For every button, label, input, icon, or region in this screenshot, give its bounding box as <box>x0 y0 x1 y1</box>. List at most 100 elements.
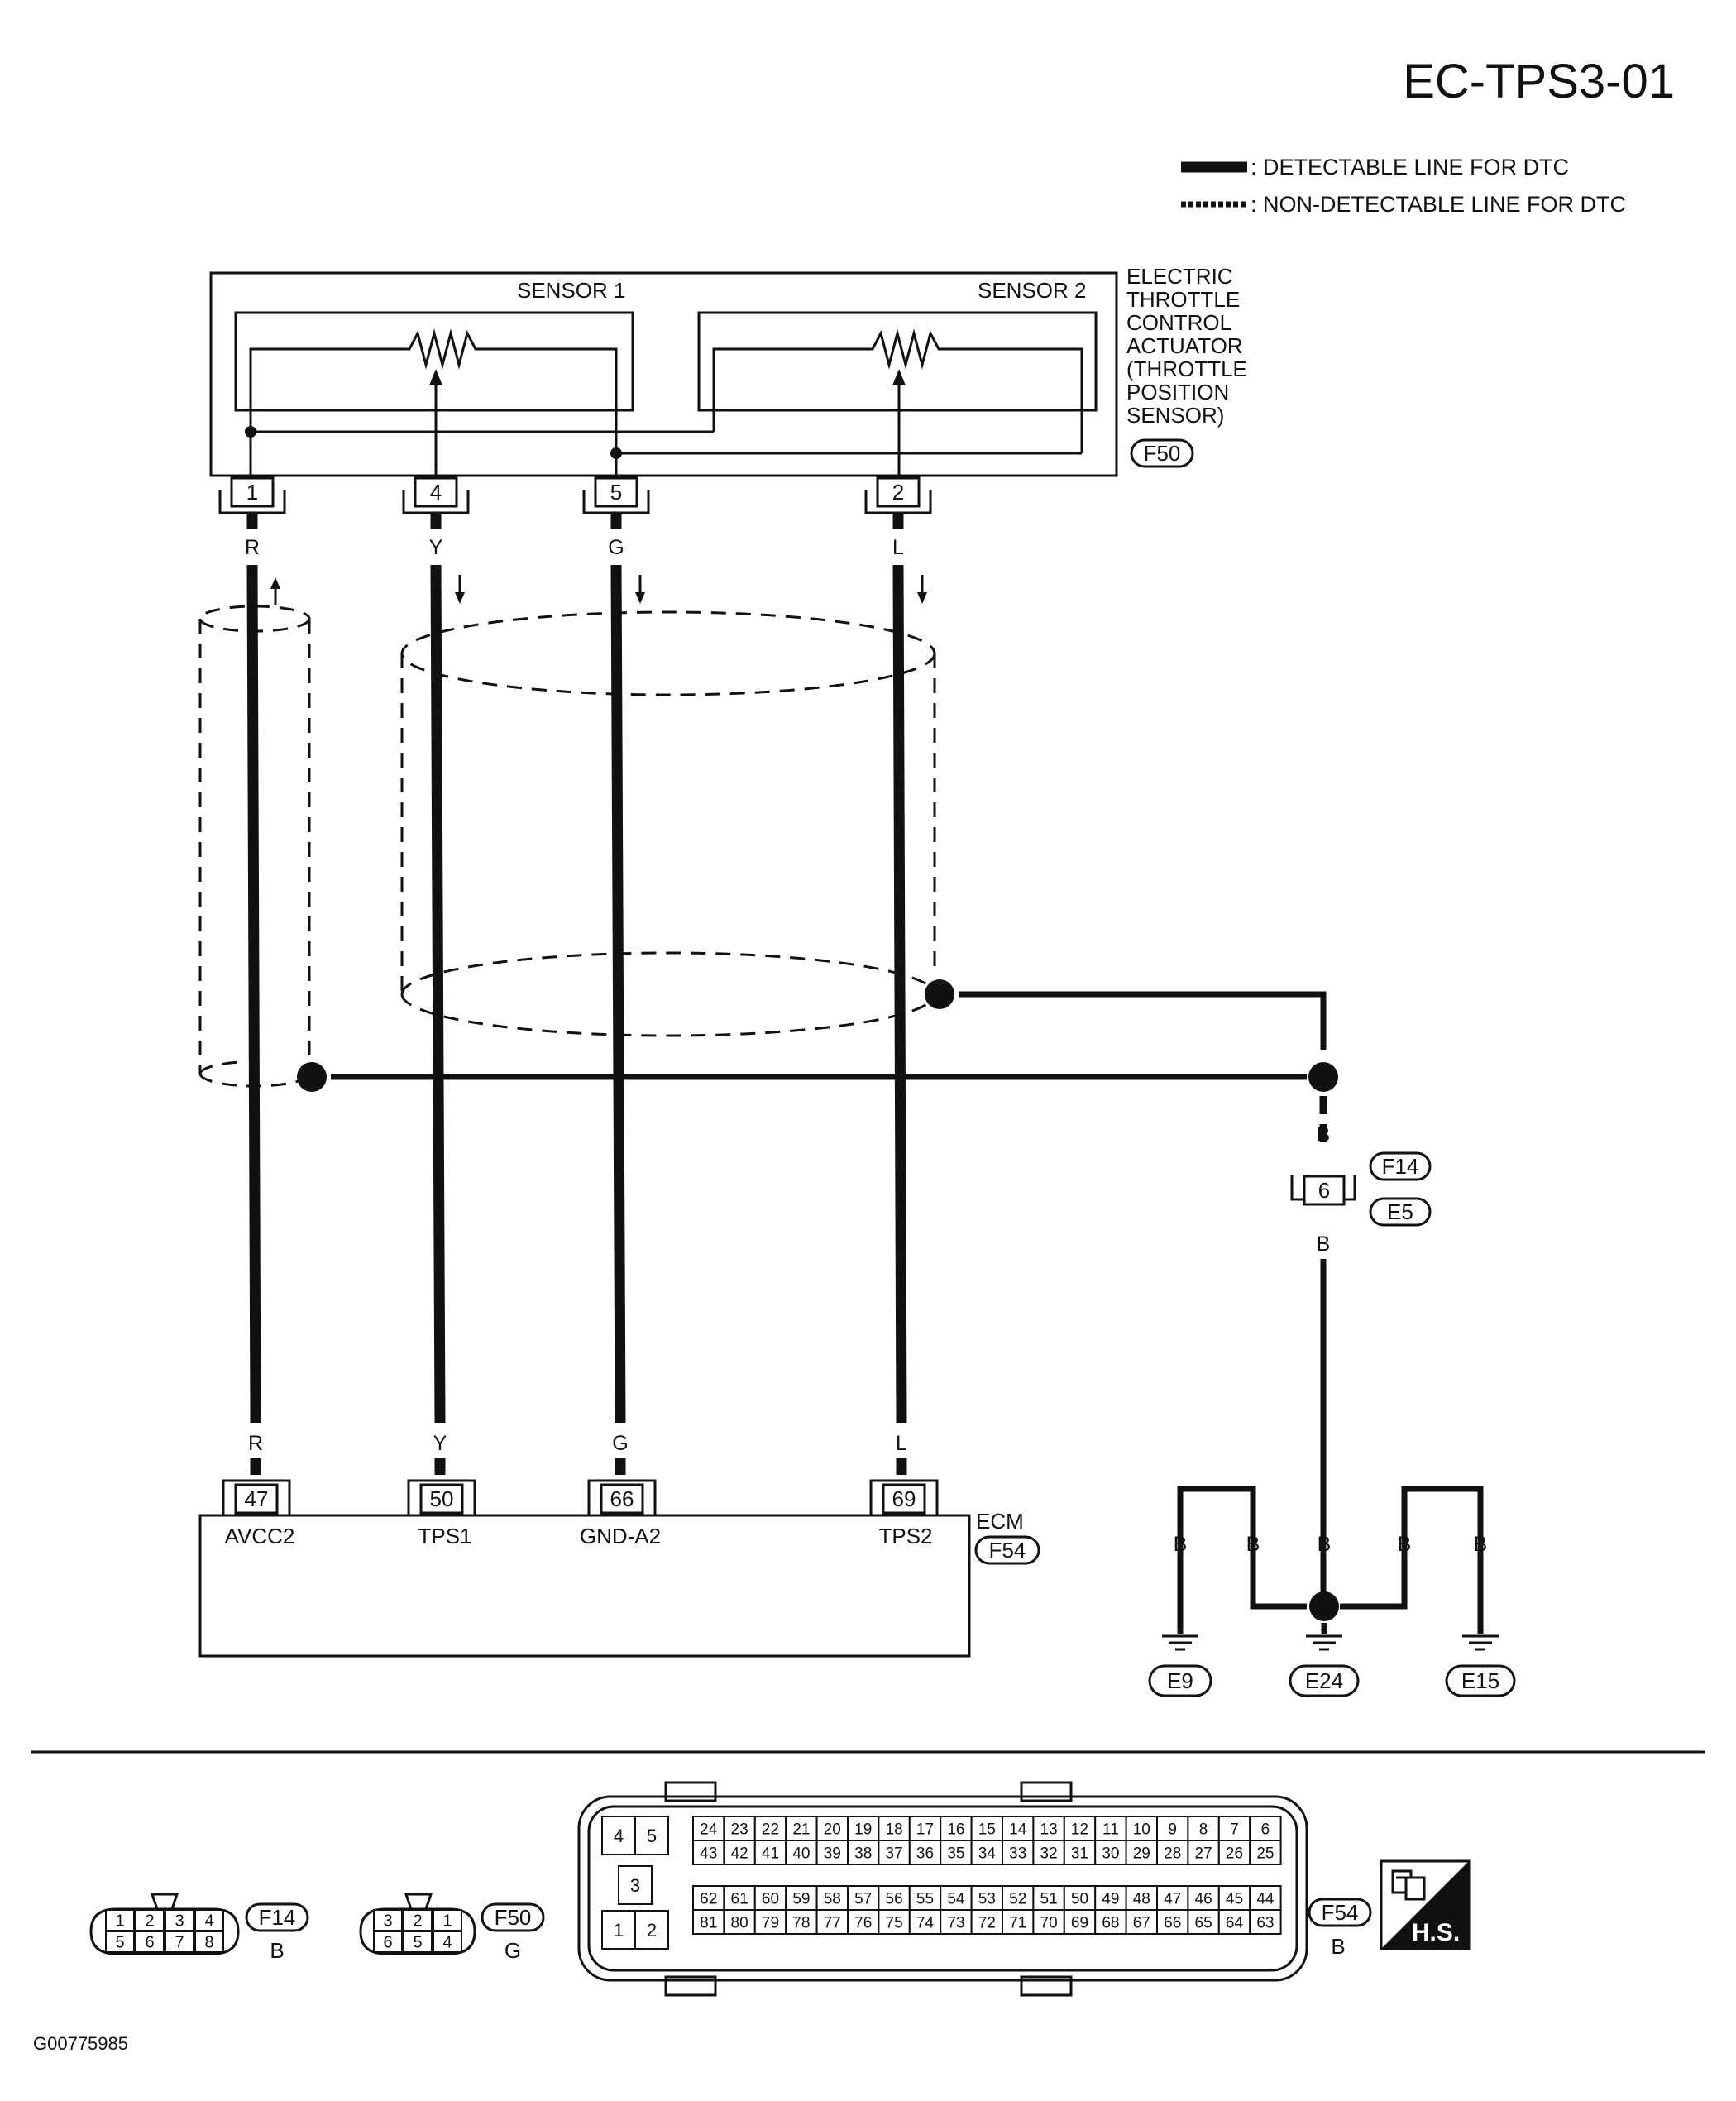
connector-pin: 65 <box>1187 1909 1220 1935</box>
ecm-connector-code: F54 <box>989 1538 1026 1563</box>
ecm-signal-tps2: TPS2 <box>878 1524 932 1548</box>
connector-pin: 7 <box>165 1931 194 1953</box>
connector-pin: 51 <box>1032 1885 1065 1911</box>
legend: : DETECTABLE LINE FOR DTC : NON-DETECTAB… <box>1181 155 1626 217</box>
wire-color-g-top: G <box>608 536 624 559</box>
svg-text:20: 20 <box>824 1821 841 1838</box>
actuator-pin-4: 4 <box>402 476 470 514</box>
connector-pin: 18 <box>878 1816 911 1841</box>
page-title: EC-TPS3-01 <box>1403 55 1675 108</box>
svg-text:1: 1 <box>614 1920 624 1941</box>
actuator-pin-1: 1 <box>218 476 286 514</box>
svg-text:2: 2 <box>892 480 904 505</box>
svg-text:14: 14 <box>1009 1821 1027 1838</box>
svg-text:13: 13 <box>1040 1821 1058 1838</box>
svg-text:35: 35 <box>947 1845 964 1862</box>
connector-pin: 19 <box>847 1816 880 1841</box>
svg-text:8: 8 <box>1199 1821 1208 1838</box>
connector-pin: 4 <box>194 1909 224 1931</box>
svg-text:58: 58 <box>824 1890 841 1907</box>
ecm-pin-47: 47 <box>222 1479 291 1515</box>
connector-pin: 13 <box>1032 1816 1065 1841</box>
ground-wire-color-bottom: B <box>1317 1232 1331 1256</box>
connector-pin: 5 <box>403 1931 433 1953</box>
ground-joint-e24 <box>1309 1591 1339 1621</box>
svg-text:79: 79 <box>762 1914 779 1931</box>
wire-y <box>430 564 446 1424</box>
connector-pin: 12 <box>1063 1816 1097 1841</box>
connector-pin: 3 <box>165 1909 194 1931</box>
svg-text:3: 3 <box>630 1875 640 1896</box>
svg-text:32: 32 <box>1040 1845 1058 1862</box>
ground-junction <box>610 447 622 459</box>
connector-pin: 74 <box>908 1909 942 1935</box>
ground-badge-e9 <box>1148 1664 1212 1697</box>
connector-pin: 55 <box>908 1885 942 1911</box>
svg-text:12: 12 <box>1071 1821 1088 1838</box>
wire-color-l-bottom: L <box>896 1432 907 1455</box>
sensor2-outline <box>697 311 1098 412</box>
svg-text:75: 75 <box>886 1914 903 1931</box>
svg-text:8: 8 <box>204 1934 213 1952</box>
svg-text:15: 15 <box>978 1821 996 1838</box>
connector-pin: 1 <box>105 1909 135 1931</box>
svg-text:59: 59 <box>792 1890 810 1907</box>
ground-branches: B B B B B E9 E24 E15 <box>1148 1486 1516 1697</box>
signal-wires: 1 4 5 2 R Y G L <box>218 476 932 1475</box>
wire-color-r-bottom: R <box>248 1432 263 1455</box>
actuator-pin-5: 5 <box>582 476 650 514</box>
ground-branch-color: B <box>1246 1533 1260 1556</box>
svg-text:26: 26 <box>1226 1845 1243 1862</box>
svg-text:76: 76 <box>854 1914 872 1931</box>
signal-arrow-down <box>455 575 465 604</box>
connector-pin: 52 <box>1002 1885 1035 1911</box>
svg-text:65: 65 <box>1195 1914 1212 1931</box>
connector-pin: 24 <box>692 1816 725 1841</box>
svg-text:48: 48 <box>1133 1890 1150 1907</box>
connector-pin: 66 <box>1156 1909 1189 1935</box>
connector-pin: 40 <box>785 1840 818 1865</box>
svg-text:10: 10 <box>1133 1821 1150 1838</box>
connector-pin: 42 <box>723 1840 756 1865</box>
wire-color-y-bottom: Y <box>433 1432 447 1455</box>
svg-text:43: 43 <box>700 1845 717 1862</box>
connector-pin: 76 <box>847 1909 880 1935</box>
ground-wire-color-top: B <box>1317 1123 1331 1146</box>
joint-connector-badge-f14 <box>1369 1151 1432 1181</box>
svg-text:40: 40 <box>792 1845 810 1862</box>
wire-r <box>246 564 261 1424</box>
ground-symbol-e9 <box>1162 1634 1198 1651</box>
svg-text:74: 74 <box>916 1914 935 1931</box>
connector-pin: 81 <box>692 1909 725 1935</box>
svg-text:1: 1 <box>246 480 258 505</box>
connector-pin: 5 <box>105 1931 135 1953</box>
connector-pin: 2 <box>634 1910 669 1950</box>
connector-pin: 71 <box>1002 1909 1035 1935</box>
svg-text:47: 47 <box>1164 1890 1181 1907</box>
hs-badge: H.S. <box>1380 1859 1471 1950</box>
svg-text:46: 46 <box>1195 1890 1212 1907</box>
connector-view-badge-f14 <box>245 1902 309 1932</box>
svg-text:1: 1 <box>115 1912 124 1931</box>
svg-text:6: 6 <box>383 1934 392 1952</box>
supply-junction <box>245 426 256 438</box>
connector-pin: 69 <box>1063 1909 1097 1935</box>
svg-text:62: 62 <box>700 1890 717 1907</box>
actuator-name: ELECTRIC THROTTLE CONTROL ACTUATOR (THRO… <box>1126 264 1253 428</box>
connector-pin: 78 <box>785 1909 818 1935</box>
ecm-connector-badge <box>974 1535 1040 1565</box>
connector-pin: 72 <box>970 1909 1003 1935</box>
sensor1-wiper-head <box>429 369 442 385</box>
connector-pin: 7 <box>1217 1816 1251 1841</box>
connector-pin: 62 <box>692 1885 725 1911</box>
shield-drain: B 6 F14 E5 B <box>297 979 1432 1601</box>
connector-pin: 6 <box>373 1931 403 1953</box>
svg-text:11: 11 <box>1102 1821 1119 1838</box>
connector-pin: 64 <box>1217 1909 1251 1935</box>
ecm-label: ECM <box>976 1509 1024 1534</box>
ecm-signal-avcc2: AVCC2 <box>225 1524 295 1548</box>
connector-pin: 15 <box>970 1816 1003 1841</box>
connector-view-color-f54: B <box>1331 1934 1345 1959</box>
svg-text:2: 2 <box>145 1912 154 1931</box>
shield-drain-junction <box>297 1062 327 1092</box>
